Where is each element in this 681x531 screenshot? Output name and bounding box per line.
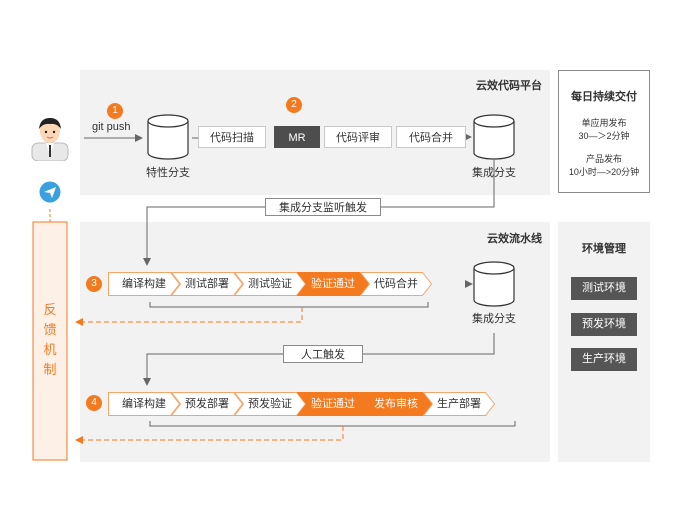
release-pipeline-step-label-0: 编译构建: [122, 398, 166, 410]
code-scan-step[interactable]: 代码扫描: [198, 126, 266, 148]
merge-request-step[interactable]: MR: [274, 126, 320, 148]
integration-branch-label: 集成分支: [472, 167, 516, 179]
release-pipeline-step-4[interactable]: 发布审核: [360, 392, 432, 416]
test-pipeline-step-label-3: 验证通过: [311, 278, 355, 290]
integration-branch-cylinder-icon: [473, 114, 515, 160]
pipeline-integration-branch-label: 集成分支: [472, 313, 516, 325]
integration-trigger-label: 集成分支监听触发: [265, 198, 381, 216]
step-badge-1: 1: [107, 103, 123, 119]
step-badge-3: 3: [86, 276, 102, 292]
daily-delivery-box: [558, 70, 650, 193]
pipeline-integration-branch-cylinder-icon: [473, 261, 515, 307]
developer-avatar-icon: [31, 118, 69, 161]
environment-title: 环境管理: [582, 243, 626, 255]
product-release-label: 产品发布: [585, 154, 622, 164]
test-pipeline-step-2[interactable]: 测试验证: [234, 272, 306, 296]
app-release-value: 30—＞2分钟: [578, 131, 630, 141]
app-release-label: 单应用发布: [581, 118, 627, 128]
manual-trigger-label: 人工触发: [283, 345, 363, 363]
test-pipeline-step-label-1: 测试部署: [185, 278, 229, 290]
notification-plane-icon: [39, 181, 61, 203]
feature-branch-label: 特性分支: [146, 167, 190, 179]
test-pipeline-step-4[interactable]: 代码合并: [360, 272, 432, 296]
release-pipeline-step-1[interactable]: 预发部署: [171, 392, 243, 416]
release-pipeline-step-3[interactable]: 验证通过: [297, 392, 369, 416]
env-staging-button[interactable]: 预发环境: [571, 313, 637, 336]
product-release-value: 10小时—>20分钟: [568, 167, 640, 177]
release-pipeline-step-label-5: 生产部署: [437, 398, 481, 410]
feedback-label: 反 馈 机 制: [43, 302, 57, 377]
code-merge-step[interactable]: 代码合并: [396, 126, 466, 148]
test-pipeline-step-0[interactable]: 编译构建: [108, 272, 180, 296]
code-platform-title: 云效代码平台: [476, 80, 542, 92]
release-pipeline-step-label-4: 发布审核: [374, 398, 418, 410]
code-review-step[interactable]: 代码评审: [324, 126, 392, 148]
release-pipeline-step-label-2: 预发验证: [248, 398, 292, 410]
test-pipeline-step-label-2: 测试验证: [248, 278, 292, 290]
pipeline-panel: [80, 222, 550, 462]
git-push-label: git push: [92, 121, 131, 133]
release-pipeline-step-0[interactable]: 编译构建: [108, 392, 180, 416]
test-pipeline-step-1[interactable]: 测试部署: [171, 272, 243, 296]
environment-panel: [558, 222, 650, 462]
env-production-button[interactable]: 生产环境: [571, 348, 637, 371]
test-pipeline-step-label-0: 编译构建: [122, 278, 166, 290]
release-pipeline-step-2[interactable]: 预发验证: [234, 392, 306, 416]
feature-branch-cylinder-icon: [147, 114, 189, 160]
step-badge-2: 2: [286, 97, 302, 113]
step-badge-4: 4: [86, 395, 102, 411]
daily-delivery-title: 每日持续交付: [571, 91, 637, 103]
env-test-button[interactable]: 测试环境: [571, 277, 637, 300]
release-pipeline-step-5[interactable]: 生产部署: [423, 392, 495, 416]
release-pipeline-step-label-1: 预发部署: [185, 398, 229, 410]
test-pipeline-step-label-4: 代码合并: [374, 278, 418, 290]
test-pipeline-step-3[interactable]: 验证通过: [297, 272, 369, 296]
release-pipeline-step-label-3: 验证通过: [311, 398, 355, 410]
pipeline-title: 云效流水线: [487, 233, 542, 245]
